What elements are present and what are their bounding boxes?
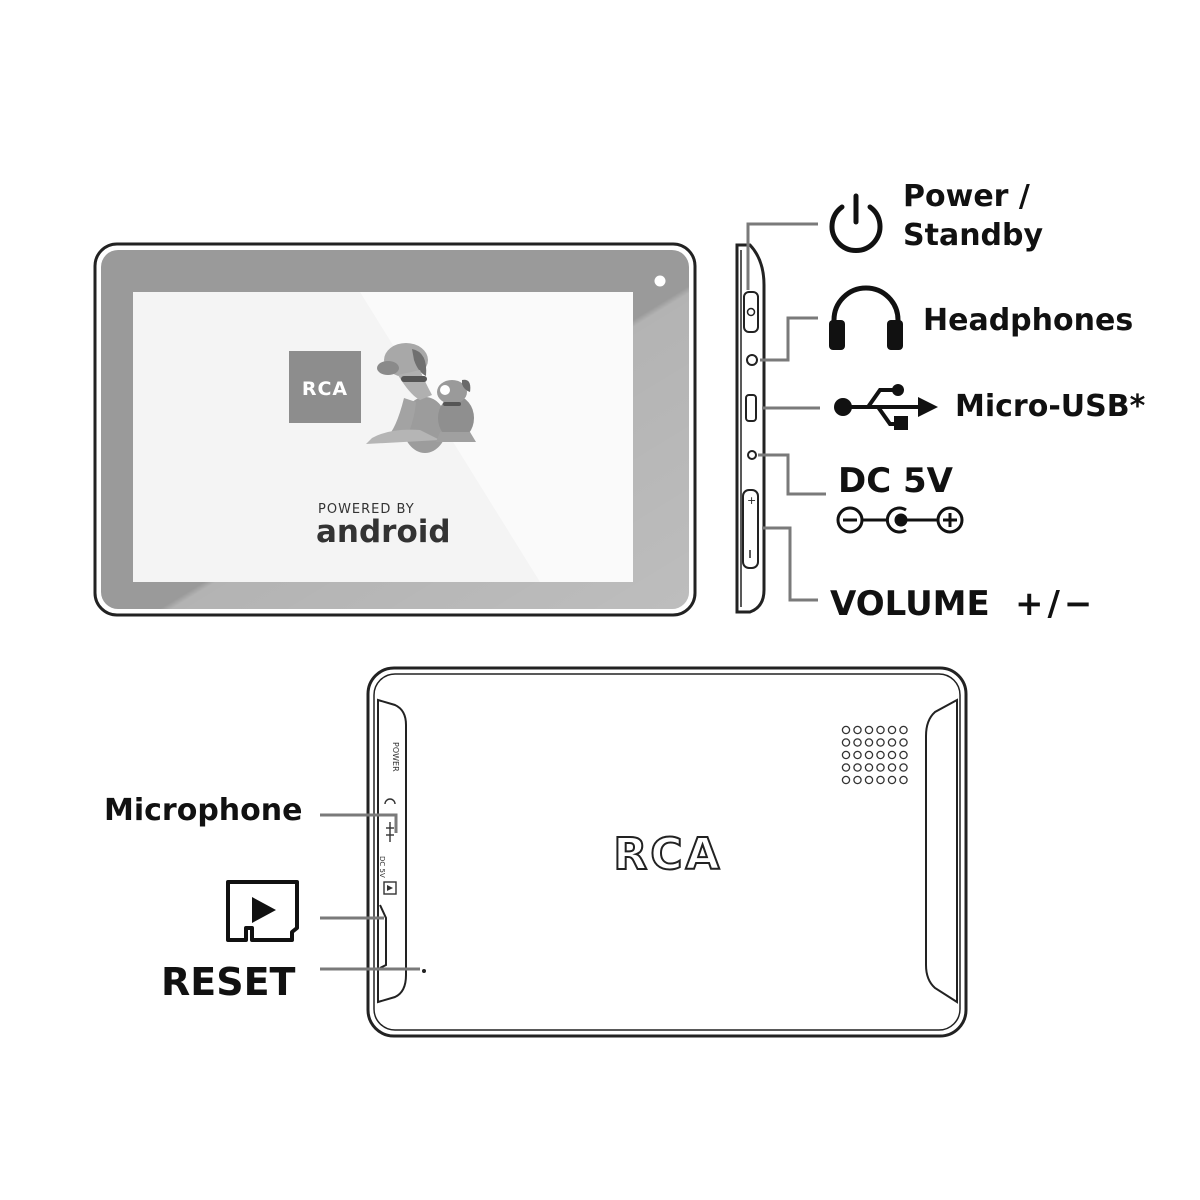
speaker-hole bbox=[887, 738, 897, 747]
side-usb-port bbox=[745, 394, 757, 422]
usb-icon bbox=[834, 384, 938, 430]
speaker-hole bbox=[864, 775, 874, 785]
speaker-hole bbox=[841, 763, 851, 772]
power-label-line1: Power / bbox=[903, 179, 1030, 214]
speaker-hole bbox=[887, 775, 897, 785]
speaker-hole bbox=[876, 725, 885, 735]
side-volume-rocker bbox=[742, 489, 759, 569]
speaker-hole bbox=[864, 725, 874, 735]
speaker-hole bbox=[899, 775, 908, 785]
speaker-hole bbox=[899, 763, 908, 772]
speaker-hole bbox=[853, 725, 862, 735]
back-rca-logo: RCA bbox=[613, 829, 722, 880]
microsd-card-icon bbox=[226, 880, 299, 942]
back-usb-glyph bbox=[386, 822, 394, 842]
back-reset-hole bbox=[422, 969, 426, 973]
screen-rca-logo-box bbox=[289, 351, 361, 423]
speaker-hole bbox=[899, 750, 908, 760]
speaker-hole bbox=[876, 775, 885, 785]
back-outer-frame bbox=[366, 666, 968, 1038]
screen-glare bbox=[360, 292, 633, 582]
dc-label: DC 5V bbox=[838, 461, 954, 501]
dc-polarity-icon bbox=[836, 506, 964, 534]
back-side-power-text: POWER bbox=[391, 742, 400, 772]
speaker-hole bbox=[864, 763, 874, 772]
tablet-front: RCA POWERED BY android bbox=[93, 242, 697, 617]
micro-usb-label: Micro-USB* bbox=[955, 389, 1146, 424]
speaker-hole bbox=[864, 738, 874, 747]
speaker-hole bbox=[864, 750, 874, 760]
dogs-illustration bbox=[366, 343, 476, 453]
volume-label: VOLUME bbox=[830, 584, 990, 624]
power-icon bbox=[829, 193, 883, 253]
speaker-hole bbox=[887, 763, 897, 772]
tablet-side: + bbox=[735, 243, 766, 614]
headphones-label: Headphones bbox=[923, 303, 1133, 338]
tablet-back: POWER DC 5V RCA bbox=[366, 666, 968, 1038]
volume-sign-label: +/− bbox=[1015, 584, 1096, 624]
speaker-hole bbox=[853, 763, 862, 772]
speaker-hole bbox=[841, 725, 851, 735]
reset-label: RESET bbox=[161, 960, 296, 1004]
android-text: android bbox=[316, 514, 451, 550]
side-power-button bbox=[743, 291, 759, 333]
speaker-hole bbox=[853, 738, 862, 747]
back-sd-glyph bbox=[383, 881, 397, 895]
back-right-bumper bbox=[925, 698, 958, 1004]
speaker-hole bbox=[887, 725, 897, 735]
speaker-hole bbox=[841, 750, 851, 760]
speaker-hole bbox=[853, 750, 862, 760]
side-leader-lines bbox=[746, 222, 826, 602]
speaker-hole bbox=[841, 738, 851, 747]
speaker-hole bbox=[853, 775, 862, 785]
side-headphone-jack bbox=[746, 354, 758, 366]
headphones-icon bbox=[829, 285, 903, 350]
speaker-hole bbox=[899, 738, 908, 747]
speaker-hole bbox=[899, 725, 908, 735]
speaker-hole bbox=[876, 763, 885, 772]
side-dc-jack bbox=[747, 450, 757, 460]
back-side-dc-text: DC 5V bbox=[378, 856, 386, 878]
front-camera-icon bbox=[654, 275, 666, 287]
svg-text:+: + bbox=[747, 494, 756, 507]
back-card-slot bbox=[379, 904, 387, 969]
back-leader-lines bbox=[320, 813, 420, 971]
powered-by-text: POWERED BY bbox=[318, 502, 415, 517]
back-headphone-glyph bbox=[384, 798, 396, 805]
speaker-hole bbox=[841, 775, 851, 785]
speaker-hole bbox=[876, 738, 885, 747]
back-inner-frame bbox=[373, 673, 961, 1031]
speaker-grille-icon bbox=[841, 725, 908, 785]
speaker-hole bbox=[876, 750, 885, 760]
speaker-hole bbox=[887, 750, 897, 760]
screen-rca-logo: RCA bbox=[302, 378, 348, 400]
microphone-label: Microphone bbox=[104, 793, 302, 828]
power-label-line2: Standby bbox=[903, 218, 1043, 253]
